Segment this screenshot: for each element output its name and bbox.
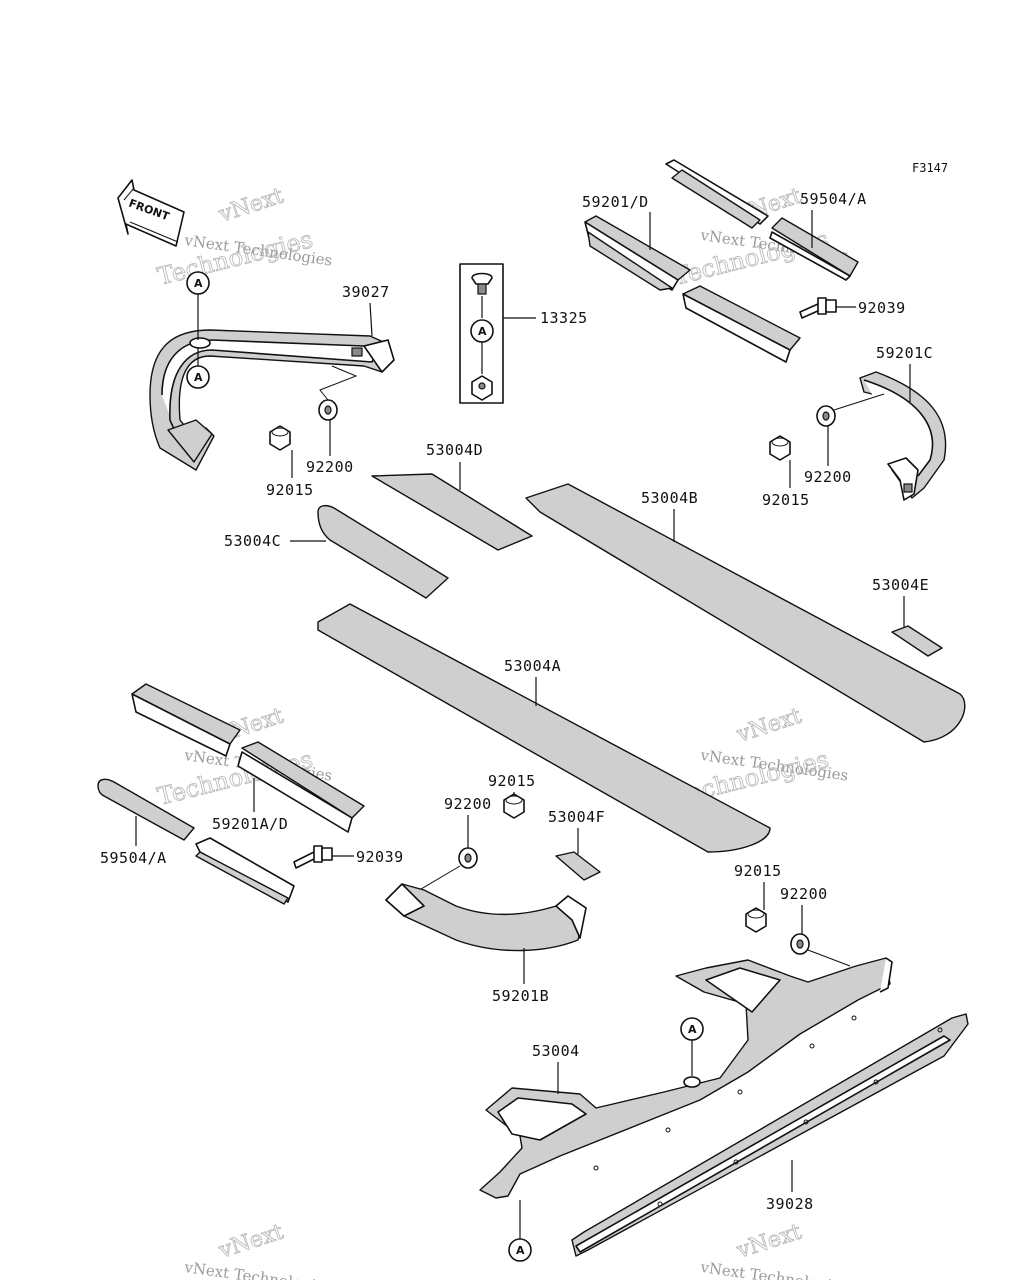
label-53004a: 53004A <box>504 657 561 675</box>
part-92039-rivet-top <box>799 297 837 319</box>
part-59201c-bumper <box>859 371 947 501</box>
callout-a-1: A <box>186 271 210 340</box>
svg-text:vNext Technologies: vNext Technologies <box>182 1258 333 1280</box>
label-92200-lower: 92200 <box>780 885 828 903</box>
label-59201a-d: 59201A/D <box>212 815 288 833</box>
label-39028: 39028 <box>766 1195 814 1213</box>
watermark-top-left: vNext vNext Technologies Technologies <box>154 183 333 291</box>
front-arrow-icon: FRONT <box>117 179 185 247</box>
part-59504-a-strip-bottom <box>97 778 295 905</box>
label-53004c: 53004C <box>224 532 281 550</box>
part-92200-washer-left <box>318 365 358 421</box>
label-53004: 53004 <box>532 1042 580 1060</box>
svg-text:A: A <box>478 325 487 338</box>
figure-code: F3147 <box>912 161 948 175</box>
label-53004f: 53004F <box>548 808 605 826</box>
part-53004-bracket <box>479 957 893 1199</box>
callout-a-2: A <box>186 348 210 389</box>
part-92200-washer-right <box>816 393 885 427</box>
svg-text:vNext: vNext <box>215 1220 287 1265</box>
part-92015-nut-lower <box>745 907 767 933</box>
leader-39027 <box>369 302 373 337</box>
label-92015-left: 92015 <box>266 481 314 499</box>
part-59201-d-rail-top <box>584 215 801 363</box>
watermark-bottom-right: vNext vNext Technologies <box>698 1219 849 1280</box>
label-59201-d-top: 59201/D <box>582 193 649 211</box>
svg-text:vNext: vNext <box>733 704 805 749</box>
label-53004d: 53004D <box>426 441 483 459</box>
part-92039-rivet-bottom <box>293 845 333 869</box>
label-92015-lower: 92015 <box>734 862 782 880</box>
watermark-bottom-left: vNext vNext Technologies <box>182 1219 333 1280</box>
part-92015-nut-left <box>269 425 291 451</box>
label-92200-left: 92200 <box>306 458 354 476</box>
part-13325-bolt-kit: A <box>459 263 504 404</box>
label-92039-top: 92039 <box>858 299 906 317</box>
svg-text:vNext: vNext <box>215 184 287 229</box>
svg-text:vNext Technologies: vNext Technologies <box>698 1258 849 1280</box>
label-59201c: 59201C <box>876 344 933 362</box>
label-59201b: 59201B <box>492 987 549 1005</box>
svg-text:A: A <box>516 1244 525 1257</box>
part-53004b-mat <box>525 483 966 743</box>
part-39027-handle <box>149 329 395 471</box>
label-13325: 13325 <box>540 309 588 327</box>
part-92015-nut-right <box>769 435 791 461</box>
label-39027: 39027 <box>342 283 390 301</box>
label-92015-mid: 92015 <box>488 772 536 790</box>
label-59504-a-top: 59504/A <box>800 190 867 208</box>
part-53004c-mat <box>317 504 449 599</box>
part-92200-washer-mid <box>415 847 478 893</box>
svg-text:A: A <box>194 277 203 290</box>
part-53004d-mat <box>371 473 533 551</box>
callout-a-4: A <box>508 1200 532 1262</box>
part-92200-washer-lower <box>790 933 851 967</box>
svg-text:A: A <box>194 371 203 384</box>
part-39028-rail <box>571 1013 969 1257</box>
callout-a-3: A <box>680 1017 704 1076</box>
label-53004b: 53004B <box>641 489 698 507</box>
label-92039-bottom: 92039 <box>356 848 404 866</box>
svg-text:A: A <box>688 1023 697 1036</box>
label-92015-right: 92015 <box>762 491 810 509</box>
label-92200-mid: 92200 <box>444 795 492 813</box>
part-92015-nut-mid <box>503 793 525 819</box>
label-53004e: 53004E <box>872 576 929 594</box>
svg-text:vNext: vNext <box>733 1220 805 1265</box>
part-53004e-pad <box>891 625 943 657</box>
label-92200-right: 92200 <box>804 468 852 486</box>
part-53004a-mat <box>317 603 771 853</box>
part-59201a-d-rail <box>131 683 365 833</box>
label-59504-a-bottom: 59504/A <box>100 849 167 867</box>
part-59201b-bumper <box>385 883 587 952</box>
part-53004f-pad <box>555 851 601 881</box>
part-59504-a-strip-top <box>665 159 859 281</box>
